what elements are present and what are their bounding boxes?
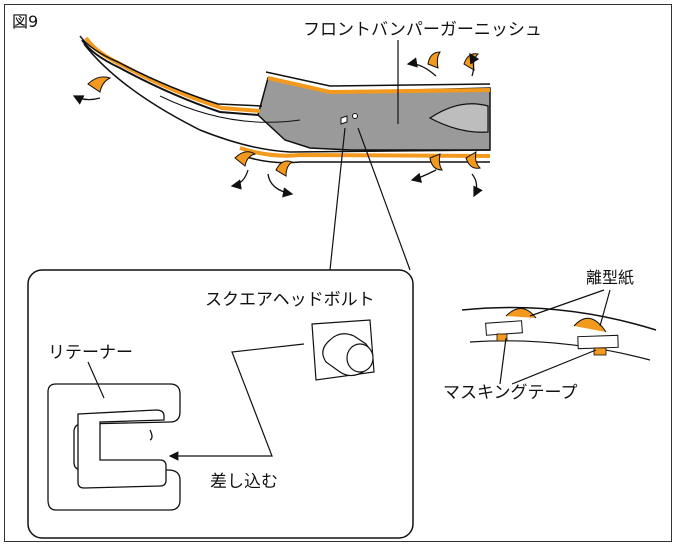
figure-number: 図9 bbox=[12, 12, 39, 31]
retainer-label: リテーナー bbox=[48, 343, 133, 363]
retainer-drawing bbox=[47, 383, 181, 511]
removal-arrows bbox=[72, 52, 483, 198]
bumper-garnish-part bbox=[79, 35, 491, 164]
detail-callout-lines bbox=[329, 127, 411, 271]
masking-tape-label: マスキングテープ bbox=[443, 383, 578, 403]
inset-leaders bbox=[87, 343, 305, 461]
garnish-label: フロントバンパーガーニッシュ bbox=[303, 20, 542, 40]
masking-tape-detail bbox=[461, 289, 657, 385]
release-paper-label: 離型紙 bbox=[586, 268, 635, 287]
square-head-bolt-drawing bbox=[311, 319, 375, 381]
square-head-bolt-label: スクエアヘッドボルト bbox=[205, 290, 375, 310]
insert-label: 差し込む bbox=[210, 472, 278, 492]
figure-frame bbox=[4, 4, 672, 542]
